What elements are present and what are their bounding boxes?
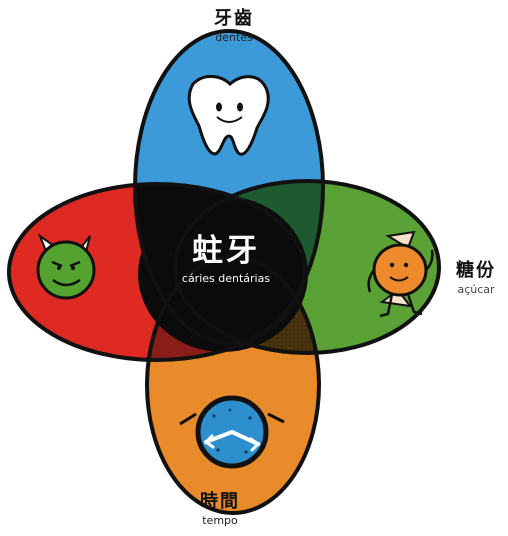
sugar-label: 糖份 açúcar (444, 260, 508, 296)
caries-center-region (138, 196, 308, 352)
tooth-icon (187, 75, 270, 156)
caries-label-portuguese: cáries dentárias (181, 272, 271, 285)
sugar-ellipse-outline (173, 179, 441, 355)
sugar-label-chinese: 糖份 (456, 260, 496, 281)
candy-icon (367, 230, 434, 318)
clock-icon (179, 395, 285, 469)
teeth-ellipse-outline (133, 29, 325, 345)
caries-label: 蛀牙 cáries dentárias (146, 233, 306, 286)
teeth-label: 牙齒 dentes (184, 8, 284, 44)
time-label: 時間 tempo (170, 491, 270, 527)
germ-icon (36, 233, 96, 300)
teeth-label-portuguese: dentes (215, 31, 253, 44)
caries-label-chinese: 蛀牙 (192, 233, 260, 269)
bacteria-ellipse-outline (7, 182, 307, 362)
time-label-chinese: 時間 (200, 491, 240, 512)
time-label-portuguese: tempo (202, 514, 238, 527)
teeth-label-chinese: 牙齒 (214, 8, 254, 29)
sugar-label-portuguese: açúcar (457, 283, 495, 296)
time-ellipse-outline (145, 255, 321, 515)
